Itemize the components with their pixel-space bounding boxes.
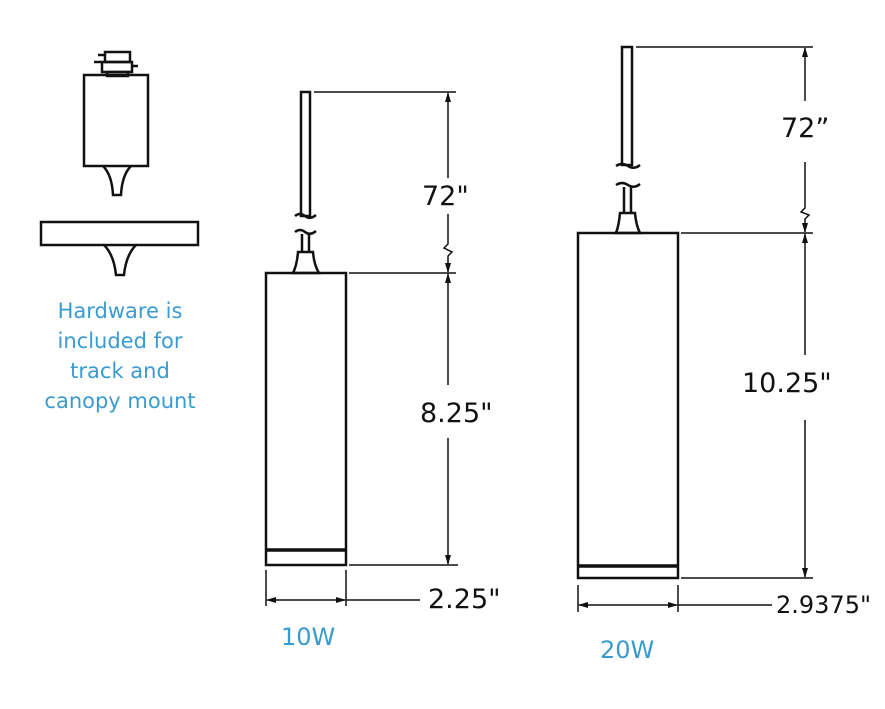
- note-line: included for: [58, 329, 183, 353]
- note-line: track and: [70, 359, 170, 383]
- hardware-note: Hardware is included for track and canop…: [44, 299, 195, 413]
- note-line: canopy mount: [44, 389, 195, 413]
- cord-length-label: 72”: [781, 113, 829, 144]
- body-height-label: 8.25": [420, 398, 493, 429]
- note-line: Hardware is: [58, 299, 183, 323]
- wattage-label: 20W: [600, 636, 654, 664]
- fixture-10w: [264, 90, 348, 567]
- fixture-20w-dimensions: [577, 46, 813, 612]
- diameter-label: 2.25": [428, 584, 501, 615]
- track-mount-hardware: [82, 50, 150, 197]
- fixture-20w: [576, 45, 680, 580]
- body-height-label: 10.25": [742, 368, 832, 399]
- fixture-10w-dimensions: [265, 91, 458, 606]
- wattage-label: 10W: [281, 623, 335, 651]
- canopy-mount-hardware: [39, 220, 200, 277]
- diameter-label: 2.9375": [776, 591, 871, 619]
- cord-length-label: 72": [422, 181, 469, 212]
